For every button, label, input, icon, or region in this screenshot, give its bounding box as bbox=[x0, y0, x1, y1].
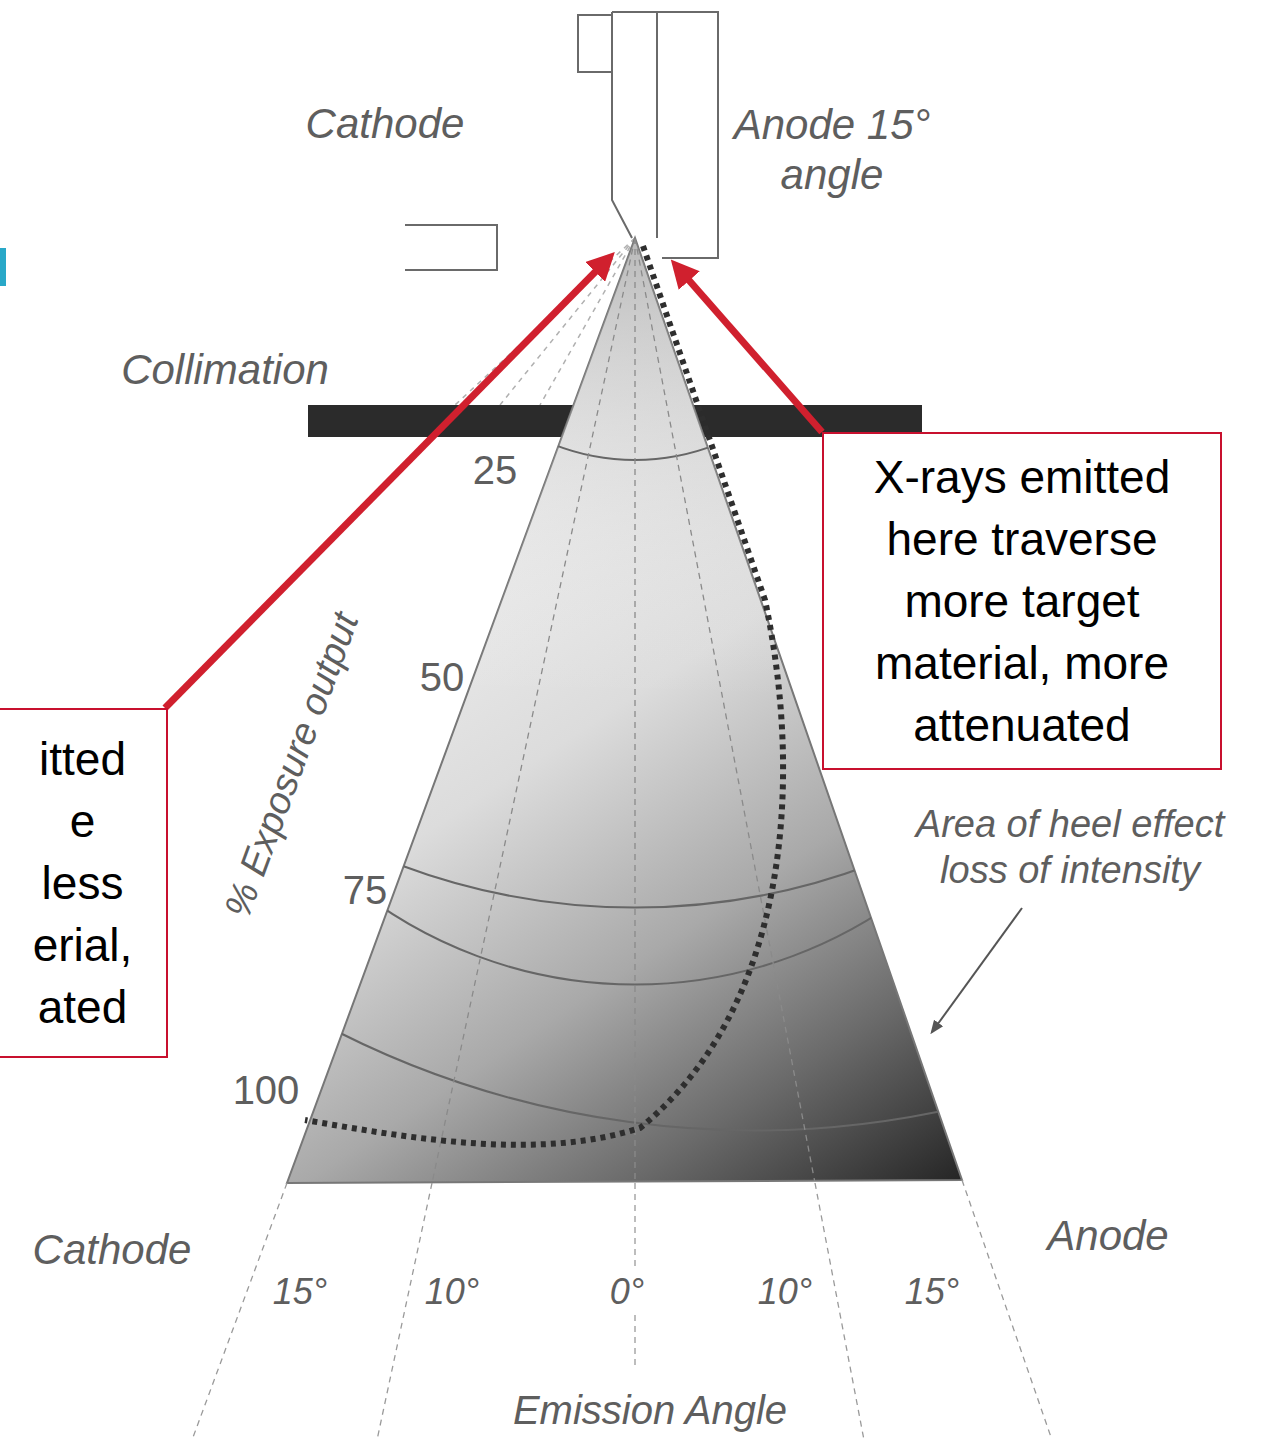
callout-box: itted e less erial, ated bbox=[0, 708, 168, 1058]
angle-label: 10° bbox=[421, 1270, 483, 1313]
callout-text: X-rays emitted here traverse more target… bbox=[844, 446, 1200, 756]
illustration-part bbox=[612, 12, 632, 238]
angle-label: 0° bbox=[606, 1270, 648, 1313]
illustration-part bbox=[962, 1180, 1052, 1440]
illustration-part bbox=[656, 12, 658, 238]
illustration-part bbox=[815, 1183, 864, 1440]
side-label: Cathode bbox=[33, 1225, 192, 1275]
illustration-part bbox=[405, 225, 497, 270]
callout-arrow bbox=[165, 262, 605, 708]
slide-mark bbox=[0, 248, 6, 286]
annotation: Area of heel effect loss of intensity bbox=[900, 802, 1240, 893]
scale-number: 50 bbox=[420, 653, 465, 701]
illustration-part bbox=[315, 1020, 960, 1130]
scale-number: 100 bbox=[233, 1066, 300, 1114]
axis-title: Emission Angle bbox=[509, 1386, 791, 1434]
illustration-part bbox=[432, 238, 635, 1183]
emission-ray bbox=[192, 1180, 1052, 1440]
angle-label: 10° bbox=[754, 1270, 816, 1313]
side-label: Anode bbox=[1047, 1211, 1168, 1261]
illustration-part bbox=[578, 15, 612, 72]
part-label: Cathode bbox=[306, 99, 465, 149]
scale-number: 75 bbox=[343, 866, 388, 914]
part-label: Anode 15° angle bbox=[725, 100, 940, 201]
scale-number: 25 bbox=[473, 446, 518, 494]
illustration-part bbox=[635, 238, 815, 1183]
callout-box: X-rays emitted here traverse more target… bbox=[822, 432, 1222, 770]
illustration-part bbox=[612, 12, 718, 258]
angle-label: 15° bbox=[901, 1270, 963, 1313]
illustration-part bbox=[634, 238, 635, 1183]
callout-arrow bbox=[680, 270, 822, 432]
leader-arrow bbox=[932, 908, 1022, 1032]
callout-text: itted e less erial, ated bbox=[23, 728, 142, 1038]
part-label: Collimation bbox=[121, 345, 329, 395]
heel-effect-curve bbox=[305, 246, 783, 1145]
angle-label: 15° bbox=[269, 1270, 331, 1313]
